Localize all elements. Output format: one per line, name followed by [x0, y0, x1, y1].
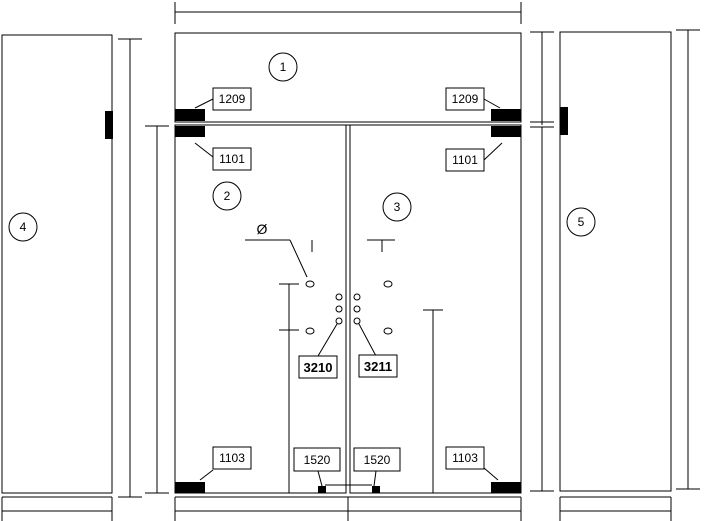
- left-sidelight-hinge: [105, 111, 113, 139]
- top-right-clamp-fitting: [491, 109, 521, 121]
- left-handle-label: 3210: [304, 360, 333, 375]
- diameter-symbol: Ø: [257, 221, 268, 237]
- right-sidelight-number: 5: [578, 215, 585, 229]
- right-door-panel: [349, 124, 522, 494]
- left-pivot-top-label: 1101: [219, 152, 245, 166]
- right-pivot-top-fitting: [491, 126, 521, 137]
- right-door-number: 3: [394, 200, 401, 214]
- right-sidelight-panel: [559, 31, 672, 492]
- right-pivot-bottom-fitting: [491, 482, 521, 493]
- right-floor-lock-label: 1520: [364, 453, 391, 467]
- left-pivot-bottom-fitting: [175, 482, 205, 493]
- right-sidelight-hinge: [560, 107, 568, 135]
- top-right-clamp-label: 1209: [452, 92, 479, 106]
- transom-panel: [174, 32, 522, 123]
- left-pivot-bottom-label: 1103: [219, 451, 245, 465]
- left-sidelight-panel: [1, 34, 113, 494]
- right-pivot-top-label: 1101: [452, 153, 478, 167]
- left-floor-lock-fitting: [318, 486, 326, 493]
- top-left-clamp-label: 1209: [219, 92, 246, 106]
- left-door-number: 2: [224, 189, 231, 203]
- right-handle-label: 3211: [364, 359, 392, 374]
- left-floor-lock-label: 1520: [304, 453, 331, 467]
- left-pivot-top-fitting: [175, 126, 205, 137]
- right-floor-lock-fitting: [372, 486, 380, 493]
- right-pivot-bottom-label: 1103: [452, 451, 478, 465]
- left-door-panel: [174, 124, 347, 494]
- top-left-clamp-fitting: [175, 109, 205, 121]
- left-sidelight-number: 4: [20, 220, 27, 234]
- transom-number: 1: [280, 60, 287, 74]
